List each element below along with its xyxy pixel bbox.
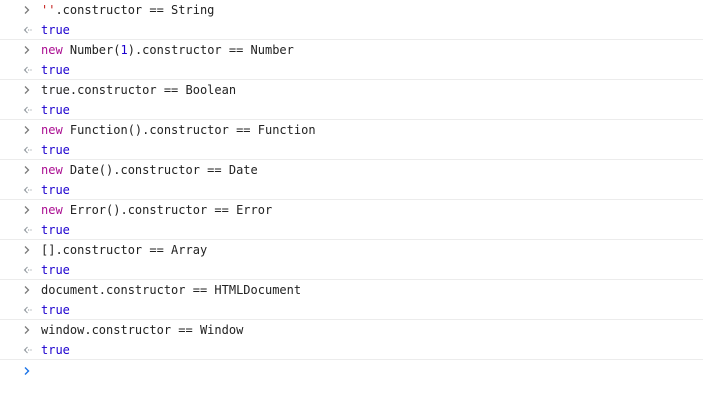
console-input-line[interactable]: new Error().constructor == Error bbox=[0, 200, 703, 220]
input-chevron-icon bbox=[23, 320, 33, 340]
console-result-value: true bbox=[41, 263, 70, 277]
console-entry: new Error().constructor == Error true bbox=[0, 200, 703, 240]
console-entry: new Number(1).constructor == Number true bbox=[0, 40, 703, 80]
input-chevron-icon bbox=[23, 200, 33, 220]
console-input-line[interactable]: ''.constructor == String bbox=[0, 0, 703, 20]
console-entry: window.constructor == Window true bbox=[0, 320, 703, 360]
console-command: document.constructor == HTMLDocument bbox=[41, 280, 301, 300]
console-input-line[interactable]: new Function().constructor == Function bbox=[0, 120, 703, 140]
console-command: new Function().constructor == Function bbox=[41, 120, 316, 140]
code-token: Number( bbox=[62, 43, 121, 57]
console-entry: [].constructor == Array true bbox=[0, 240, 703, 280]
input-chevron-icon bbox=[23, 0, 33, 20]
code-token: .constructor == String bbox=[55, 3, 215, 17]
output-arrow-icon bbox=[23, 300, 33, 320]
console-result-value: true bbox=[41, 223, 70, 237]
console-command: true.constructor == Boolean bbox=[41, 80, 236, 100]
console-command: new Date().constructor == Date bbox=[41, 160, 258, 180]
code-token: Date().constructor == Date bbox=[62, 163, 258, 177]
console-command: ''.constructor == String bbox=[41, 0, 214, 20]
input-chevron-icon bbox=[23, 80, 33, 100]
console-command: new Number(1).constructor == Number bbox=[41, 40, 294, 60]
code-token: ).constructor == Number bbox=[127, 43, 294, 57]
console-result-value: true bbox=[41, 303, 70, 317]
output-arrow-icon bbox=[23, 60, 33, 80]
output-arrow-icon bbox=[23, 220, 33, 240]
code-token: new bbox=[41, 203, 63, 217]
console-command: [].constructor == Array bbox=[41, 240, 207, 260]
console-result-line[interactable]: true bbox=[0, 100, 703, 120]
console-input-line[interactable]: window.constructor == Window bbox=[0, 320, 703, 340]
console-entry: new Date().constructor == Date true bbox=[0, 160, 703, 200]
console-result-value: true bbox=[41, 103, 70, 117]
input-chevron-icon bbox=[23, 280, 33, 300]
console-command: new Error().constructor == Error bbox=[41, 200, 272, 220]
console-input-line[interactable]: new Number(1).constructor == Number bbox=[0, 40, 703, 60]
code-token: new bbox=[41, 123, 63, 137]
console-result-value: true bbox=[41, 23, 70, 37]
console-input-line[interactable]: true.constructor == Boolean bbox=[0, 80, 703, 100]
output-arrow-icon bbox=[23, 100, 33, 120]
console-result-line[interactable]: true bbox=[0, 300, 703, 320]
console-result-value: true bbox=[41, 143, 70, 157]
code-token: true.constructor == Boolean bbox=[41, 83, 237, 97]
code-token: Error().constructor == Error bbox=[62, 203, 273, 217]
output-arrow-icon bbox=[23, 260, 33, 280]
console-result-line[interactable]: true bbox=[0, 140, 703, 160]
console-input[interactable] bbox=[41, 362, 701, 380]
console-result-value: true bbox=[41, 343, 70, 357]
code-token: Function().constructor == Function bbox=[62, 123, 316, 137]
code-token: window.constructor == Window bbox=[41, 323, 244, 337]
console-result-line[interactable]: true bbox=[0, 260, 703, 280]
console-input-line[interactable]: [].constructor == Array bbox=[0, 240, 703, 260]
console-result-line[interactable]: true bbox=[0, 220, 703, 240]
console-entry: ''.constructor == String true bbox=[0, 0, 703, 40]
input-chevron-icon bbox=[23, 40, 33, 60]
input-chevron-icon bbox=[23, 240, 33, 260]
output-arrow-icon bbox=[23, 180, 33, 200]
prompt-chevron-icon bbox=[23, 360, 33, 382]
console-result-line[interactable]: true bbox=[0, 60, 703, 80]
code-token: document.constructor == HTMLDocument bbox=[41, 283, 302, 297]
input-chevron-icon bbox=[23, 120, 33, 140]
output-arrow-icon bbox=[23, 140, 33, 160]
console-result-value: true bbox=[41, 183, 70, 197]
console-result-line[interactable]: true bbox=[0, 180, 703, 200]
console-command: window.constructor == Window bbox=[41, 320, 243, 340]
console-input-line[interactable]: document.constructor == HTMLDocument bbox=[0, 280, 703, 300]
console-result-value: true bbox=[41, 63, 70, 77]
console-entry: document.constructor == HTMLDocument true bbox=[0, 280, 703, 320]
console-entry: true.constructor == Boolean true bbox=[0, 80, 703, 120]
code-token: new bbox=[41, 43, 63, 57]
console-input-line[interactable]: new Date().constructor == Date bbox=[0, 160, 703, 180]
output-arrow-icon bbox=[23, 20, 33, 40]
code-token: 1 bbox=[120, 43, 128, 57]
code-token: '' bbox=[41, 3, 56, 17]
console-entry: new Function().constructor == Function tr… bbox=[0, 120, 703, 160]
code-token: [].constructor == Array bbox=[41, 243, 208, 257]
output-arrow-icon bbox=[23, 340, 33, 360]
code-token: new bbox=[41, 163, 63, 177]
console-result-line[interactable]: true bbox=[0, 340, 703, 360]
input-chevron-icon bbox=[23, 160, 33, 180]
console-result-line[interactable]: true bbox=[0, 20, 703, 40]
console-prompt-row[interactable] bbox=[0, 360, 710, 382]
